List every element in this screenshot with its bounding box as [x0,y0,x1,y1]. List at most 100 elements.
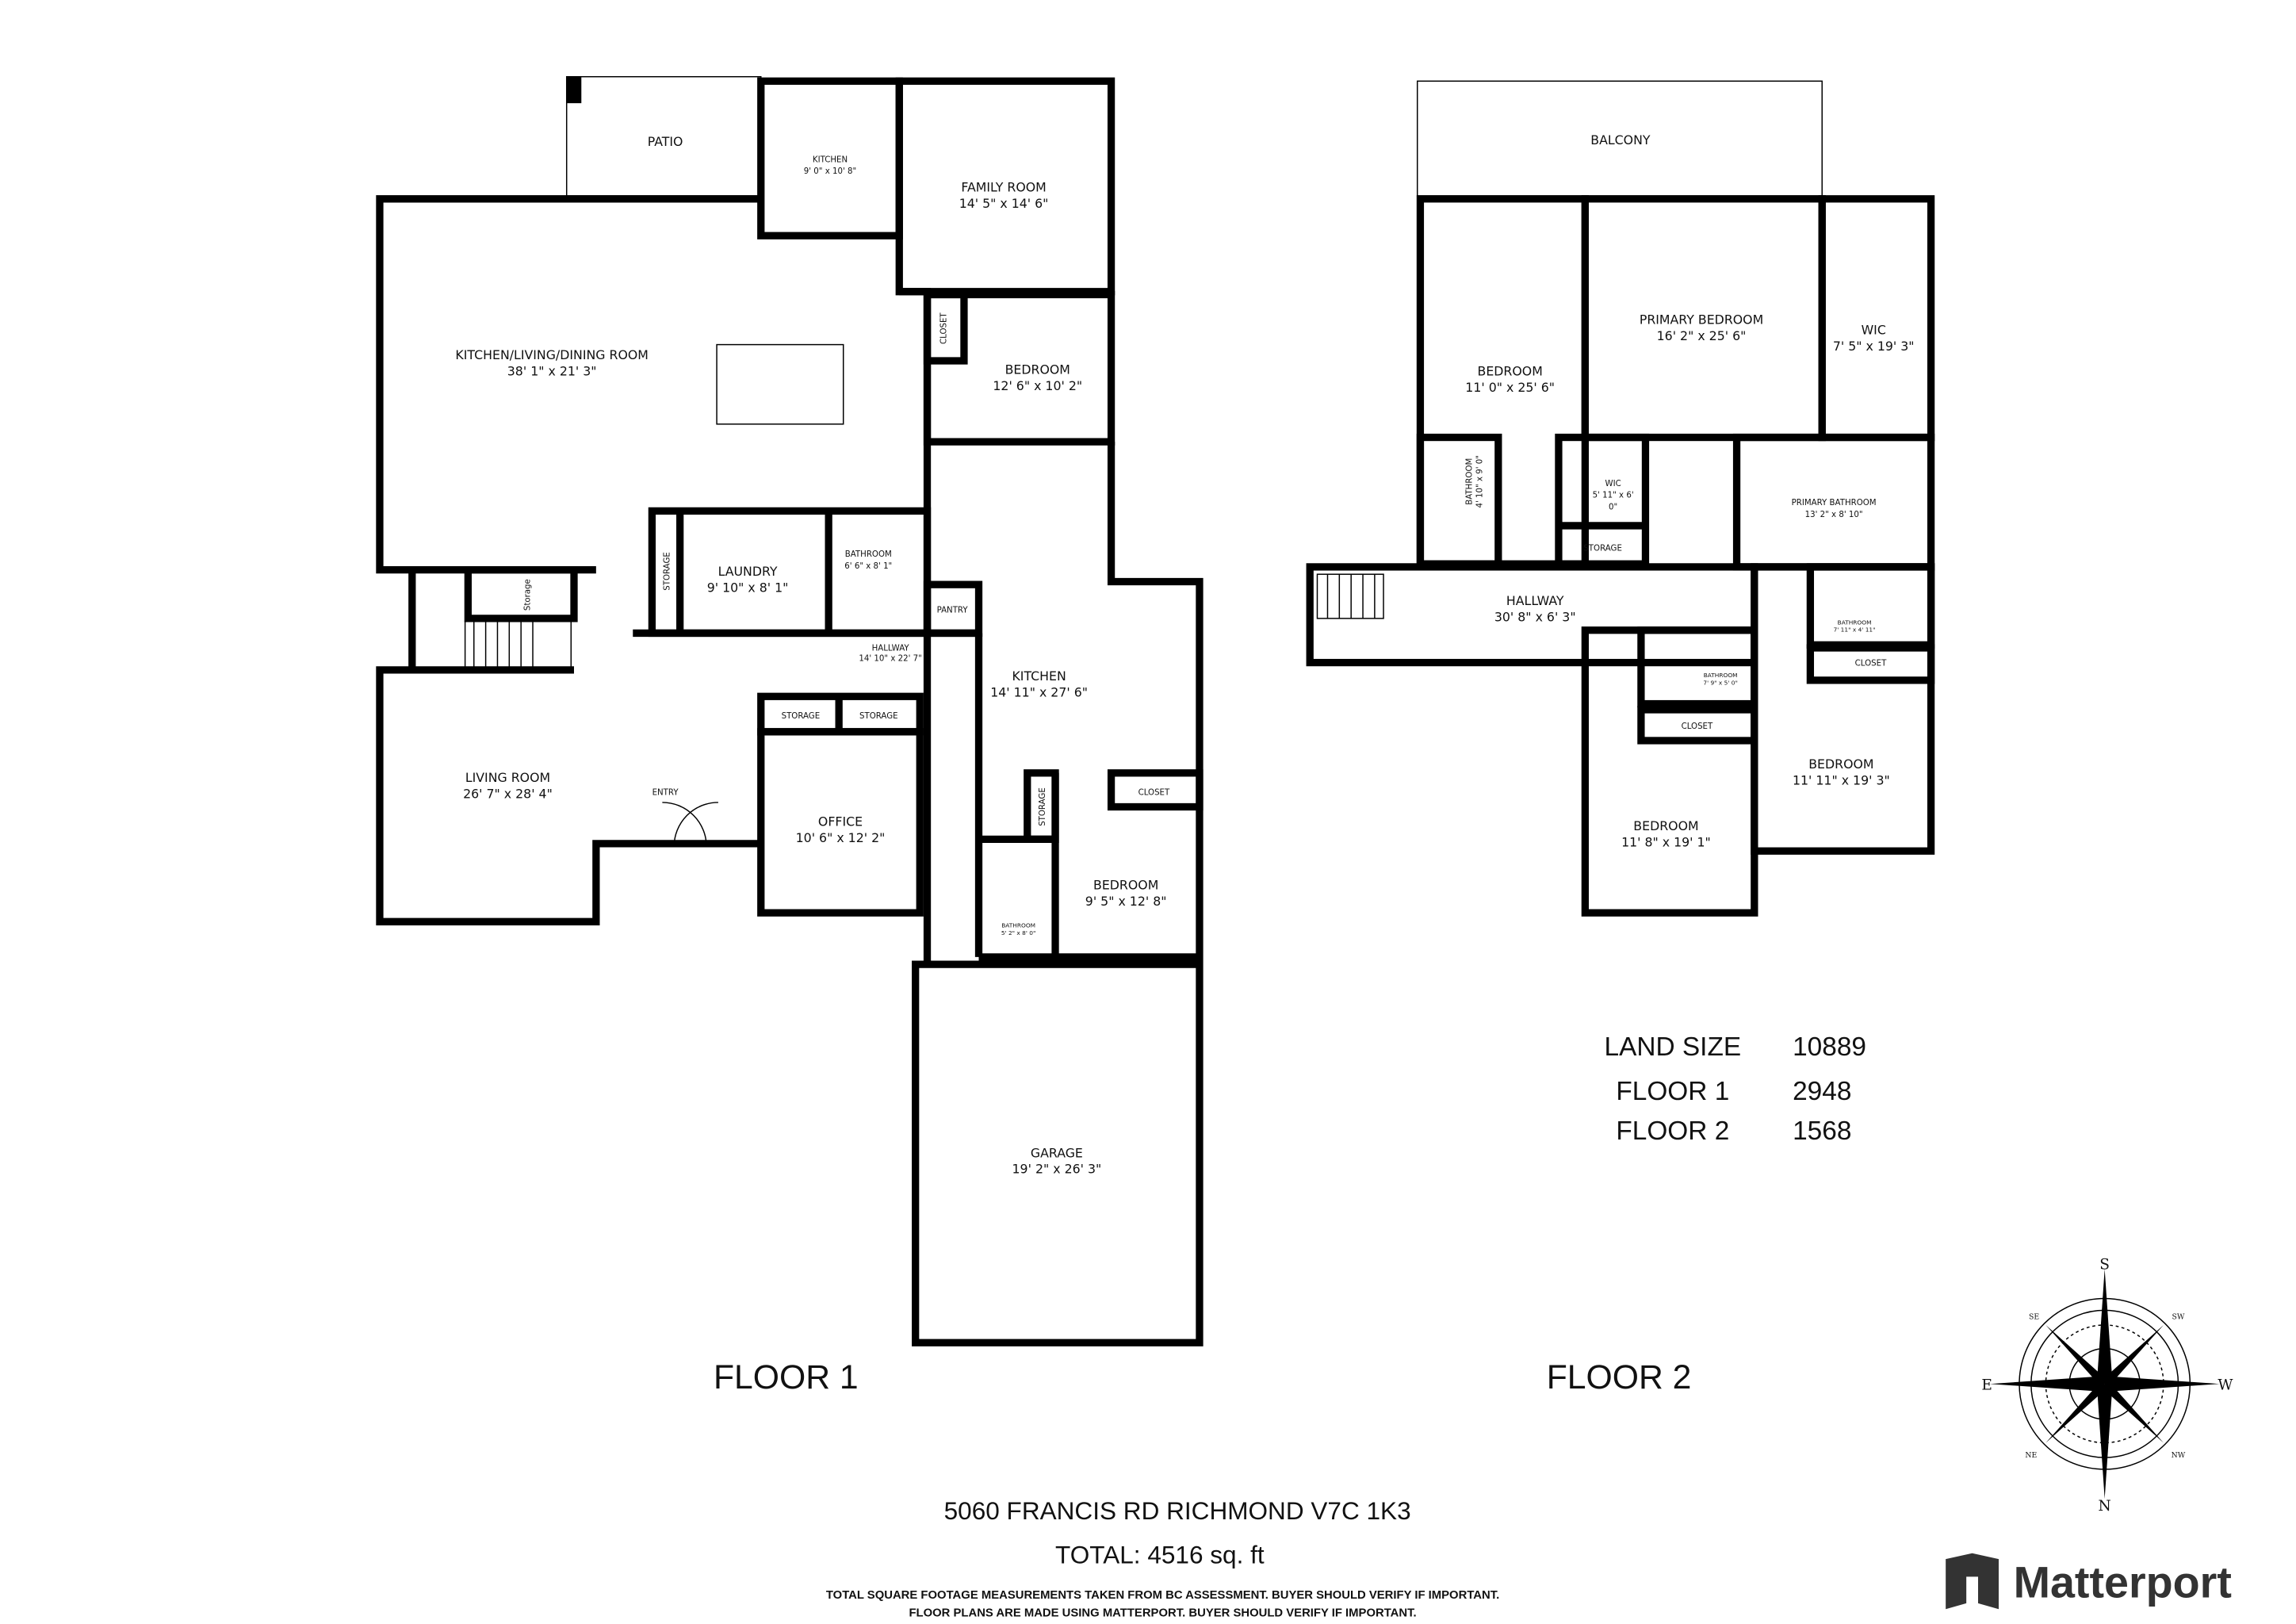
room-name: KITCHEN/LIVING/DINING ROOM [455,347,648,362]
garage-walls [912,960,1203,1346]
floor2-plan [1306,80,1935,917]
room-dims: 19' 2" x 26' 3" [1012,1162,1102,1177]
compass-e: E [1981,1377,1992,1394]
room-dims: 30' 8" x 6' 3" [1494,610,1576,625]
stairs-icon [1316,573,1384,619]
room-dims: 7' 5" x 19' 3" [1833,339,1915,354]
room-name: ENTRY [652,789,679,798]
room-dims: 9' 5" x 12' 8" [1085,894,1167,909]
compass-ne: NE [2025,1451,2037,1460]
compass-se: SE [2029,1313,2039,1322]
room-name: PRIMARY BEDROOM [1640,312,1763,327]
stairs-icon [464,620,572,671]
wic-walls [1818,195,1935,442]
disclaimer-line: FLOOR PLANS ARE MADE USING MATTERPORT. B… [909,1607,1416,1620]
room-dims: 11' 11" x 19' 3" [1793,773,1890,788]
brand-name: Matterport [2014,1557,2232,1607]
room-dims: 6' 6" x 8' 1" [844,562,892,571]
bedroom4-walls [1751,563,1935,855]
room-name: BEDROOM [1005,362,1070,377]
compass-rose-icon: S N E W SE SW NE NW [1981,1256,2233,1514]
stat-label: LAND SIZE [1604,1032,1741,1062]
room-name: LIVING ROOM [465,770,550,785]
room-name: STORAGE [1583,544,1622,553]
room-name: GARAGE [1031,1145,1083,1160]
room-name: BEDROOM [1808,756,1873,772]
entry-door-icon [662,802,718,847]
room-name: CLOSET [940,312,949,344]
room-dims: 0" [1609,504,1617,512]
room-dims: 5' 11" x 6' [1593,492,1634,500]
bedroom1-walls [923,290,1115,446]
room-name: PATIO [648,134,683,149]
room-name: WIC [1605,480,1621,488]
stat-value: 1568 [1793,1116,1851,1146]
room-dims: 4' 10" x 9' 0" [1475,455,1484,508]
room-name: BEDROOM [1633,818,1698,833]
laundry-walls [648,507,932,638]
matterport-logo-icon: Matterport [1946,1553,2232,1610]
room-dims: 11' 8" x 19' 1" [1621,835,1711,850]
room-dims: 14' 5" x 14' 6" [959,196,1049,211]
room-dims: 5' 2" x 8' 0" [1001,929,1036,936]
room-name: WIC [1862,323,1886,338]
room-dims: 16' 2" x 25' 6" [1657,328,1747,343]
room-dims: 38' 1" x 21' 3" [507,364,597,379]
room-name: BATHROOM [1704,672,1738,679]
room-name: BATHROOM [1001,922,1035,929]
room-name: STORAGE [1039,787,1047,826]
room-name: HALLWAY [872,645,910,653]
compass-w: W [2218,1377,2233,1394]
address: 5060 FRANCIS RD RICHMOND V7C 1K3 [944,1496,1411,1525]
room-dims: 11' 0" x 25' 6" [1465,380,1555,395]
room-name: BEDROOM [1093,877,1158,892]
room-name: KITCHEN [1012,668,1066,684]
room-dims: 14' 11" x 27' 6" [990,684,1088,699]
room-name: BATHROOM [1465,458,1474,505]
room-name: LAUNDRY [718,564,778,579]
room-dims: 12' 6" x 10' 2" [993,378,1082,393]
room-dims: 10' 6" x 12' 2" [796,830,886,845]
room-dims: 26' 7" x 28' 4" [463,786,553,801]
area-stats: LAND SIZE 10889 FLOOR 1 2948 FLOOR 2 156… [1604,1032,1866,1146]
compass-nw: NW [2172,1451,2186,1460]
stat-label: FLOOR 1 [1616,1077,1729,1106]
room-name: BALCONY [1590,132,1651,147]
room-name: OFFICE [818,814,863,829]
room-name: CLOSET [1855,659,1887,668]
kitchen-island [716,343,844,425]
room-name: PRIMARY BATHROOM [1792,499,1877,508]
stat-value: 2948 [1793,1077,1851,1106]
room-dims: 9' 10" x 8' 1" [707,580,789,595]
compass-s: S [2099,1256,2110,1273]
room-name: CLOSET [1682,722,1713,731]
room-name: KITCHEN [813,155,848,164]
floor2-title: FLOOR 2 [1547,1358,1692,1396]
room-name: STORAGE [782,712,821,721]
floor1-labels: PATIO KITCHEN 9' 0" x 10' 8" FAMILY ROOM… [455,134,1170,1396]
room-name: BATHROOM [845,550,892,559]
room-name: FAMILY ROOM [961,180,1046,195]
room-name: STORAGE [664,552,672,591]
room-name: BATHROOM [1838,619,1872,626]
room-dims: 9' 0" x 10' 8" [804,167,856,176]
room-dims: 7' 9" x 5' 0" [1703,679,1738,686]
room-name: CLOSET [1138,789,1170,798]
room-name: PANTRY [937,606,969,615]
floor2-labels: BALCONY BEDROOM 11' 0" x 25' 6" PRIMARY … [1465,132,1914,1396]
room-name: HALLWAY [1506,593,1564,608]
room-name: Storage [523,579,532,611]
storage-box-walls [464,565,578,622]
stat-label: FLOOR 2 [1616,1116,1729,1146]
room-name: BEDROOM [1478,364,1543,379]
stat-value: 10889 [1793,1032,1866,1062]
office-walls [757,728,924,917]
floor1-plan [376,75,1203,1346]
room-dims: 13' 2" x 8' 10" [1805,511,1863,519]
room-dims: 7' 11" x 4' 11" [1834,626,1876,634]
disclaimer-line: TOTAL SQUARE FOOTAGE MEASUREMENTS TAKEN … [826,1589,1499,1602]
room-name: STORAGE [859,712,898,721]
room-dims: 14' 10" x 22' 7" [859,655,921,664]
compass-sw: SW [2172,1313,2185,1322]
